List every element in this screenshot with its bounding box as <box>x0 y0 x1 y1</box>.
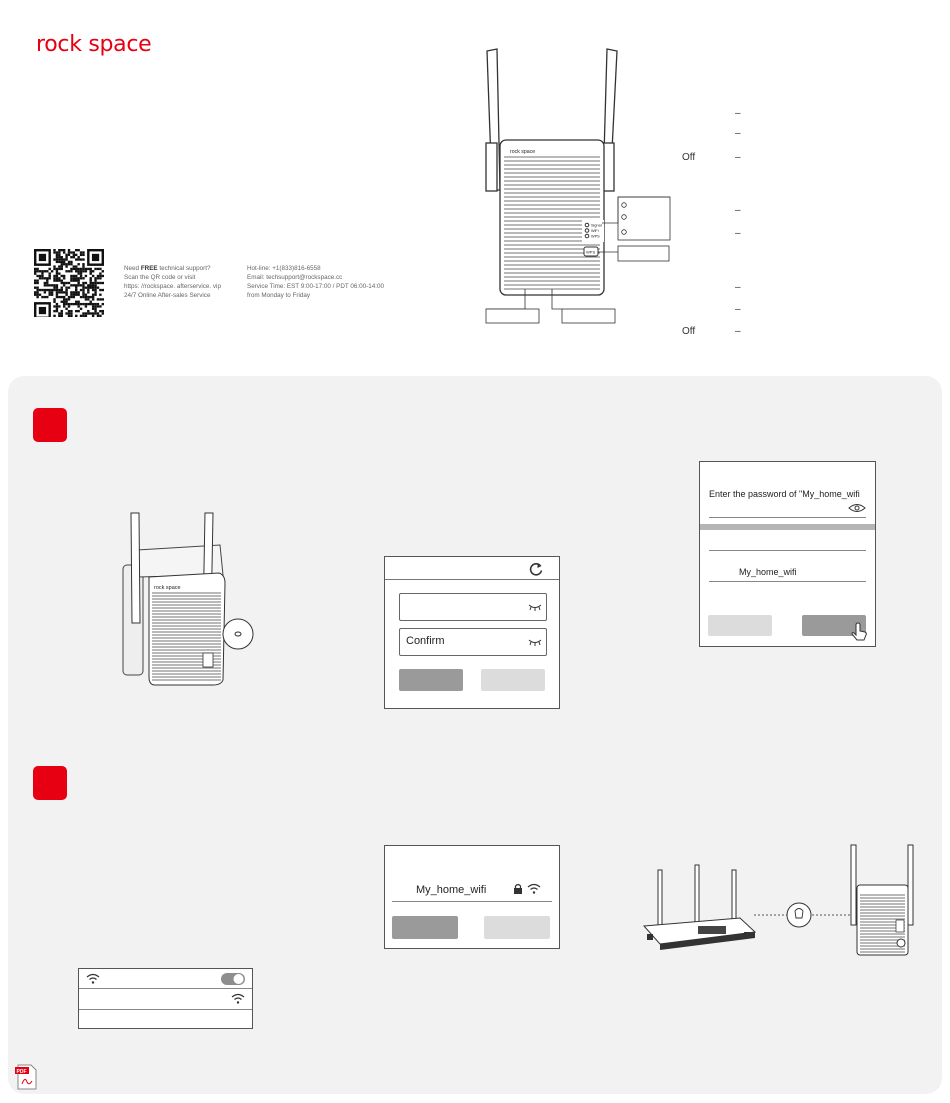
step-1-marker <box>33 408 67 442</box>
legend-dash: – <box>735 128 741 139</box>
legend-dash: – <box>735 228 741 239</box>
legend-dash: – <box>735 326 741 337</box>
eye-icon[interactable] <box>848 503 866 513</box>
support-info-right: Hot-line: +1(833)816-6558 Email: techsup… <box>247 265 384 299</box>
svg-text:Signal: Signal <box>591 224 602 228</box>
svg-text:WPS: WPS <box>586 250 595 255</box>
qr-code-icon <box>34 249 104 317</box>
router-extender-illustration <box>642 844 914 956</box>
brand-logo: rock space <box>36 32 152 57</box>
device-brand-tag: rock space <box>510 149 535 155</box>
wifi-icon <box>231 993 245 1004</box>
legend-dash: – <box>735 304 741 315</box>
legend-dash: – <box>735 108 741 119</box>
legend-dash: – <box>735 205 741 216</box>
confirm-password-input[interactable]: Confirm <box>399 628 547 656</box>
primary-button[interactable] <box>392 916 458 939</box>
step-2-marker <box>33 766 67 800</box>
network-name: My_home_wifi <box>416 884 487 896</box>
eye-closed-icon[interactable] <box>528 638 542 646</box>
toggle-icon[interactable] <box>220 972 246 986</box>
svg-text:WiFi: WiFi <box>591 229 599 233</box>
legend-off: Off <box>682 326 696 337</box>
extender-diagram: rock space Signal WiFi WPS WPS <box>485 48 671 324</box>
legend-dash: – <box>735 152 741 163</box>
secondary-button[interactable] <box>481 669 545 691</box>
extender-plug-illustration: rock space <box>122 512 254 686</box>
svg-text:WPS: WPS <box>591 235 600 239</box>
network-select-screen: My_home_wifi <box>384 845 560 949</box>
wifi-icon <box>86 973 100 984</box>
eye-closed-icon[interactable] <box>528 603 542 611</box>
confirm-label: Confirm <box>406 635 445 647</box>
cancel-button[interactable] <box>708 615 772 636</box>
svg-text:rock space: rock space <box>154 585 181 591</box>
pdf-icon: PDF <box>15 1064 37 1090</box>
wifi-password-prompt: Enter the password of "My_home_wifi <box>709 489 860 499</box>
svg-text:PDF: PDF <box>17 1069 27 1075</box>
wifi-icon <box>527 883 541 894</box>
wifi-settings-list <box>78 968 253 1029</box>
hand-pointer-icon <box>851 622 867 641</box>
legend-off: Off <box>682 152 696 163</box>
legend-dash: – <box>735 282 741 293</box>
refresh-icon[interactable] <box>528 561 544 577</box>
primary-button[interactable] <box>399 669 463 691</box>
join-button[interactable] <box>802 615 866 636</box>
secondary-button[interactable] <box>484 916 550 939</box>
wifi-password-screen: Enter the password of "My_home_wifi My_h… <box>699 461 876 647</box>
support-info-left: Need FREE technical support? Scan the QR… <box>124 265 221 299</box>
lock-icon <box>514 883 522 894</box>
wifi-network-name: My_home_wifi <box>739 567 797 577</box>
password-setup-screen: Confirm <box>384 556 560 709</box>
password-input[interactable] <box>399 593 547 621</box>
